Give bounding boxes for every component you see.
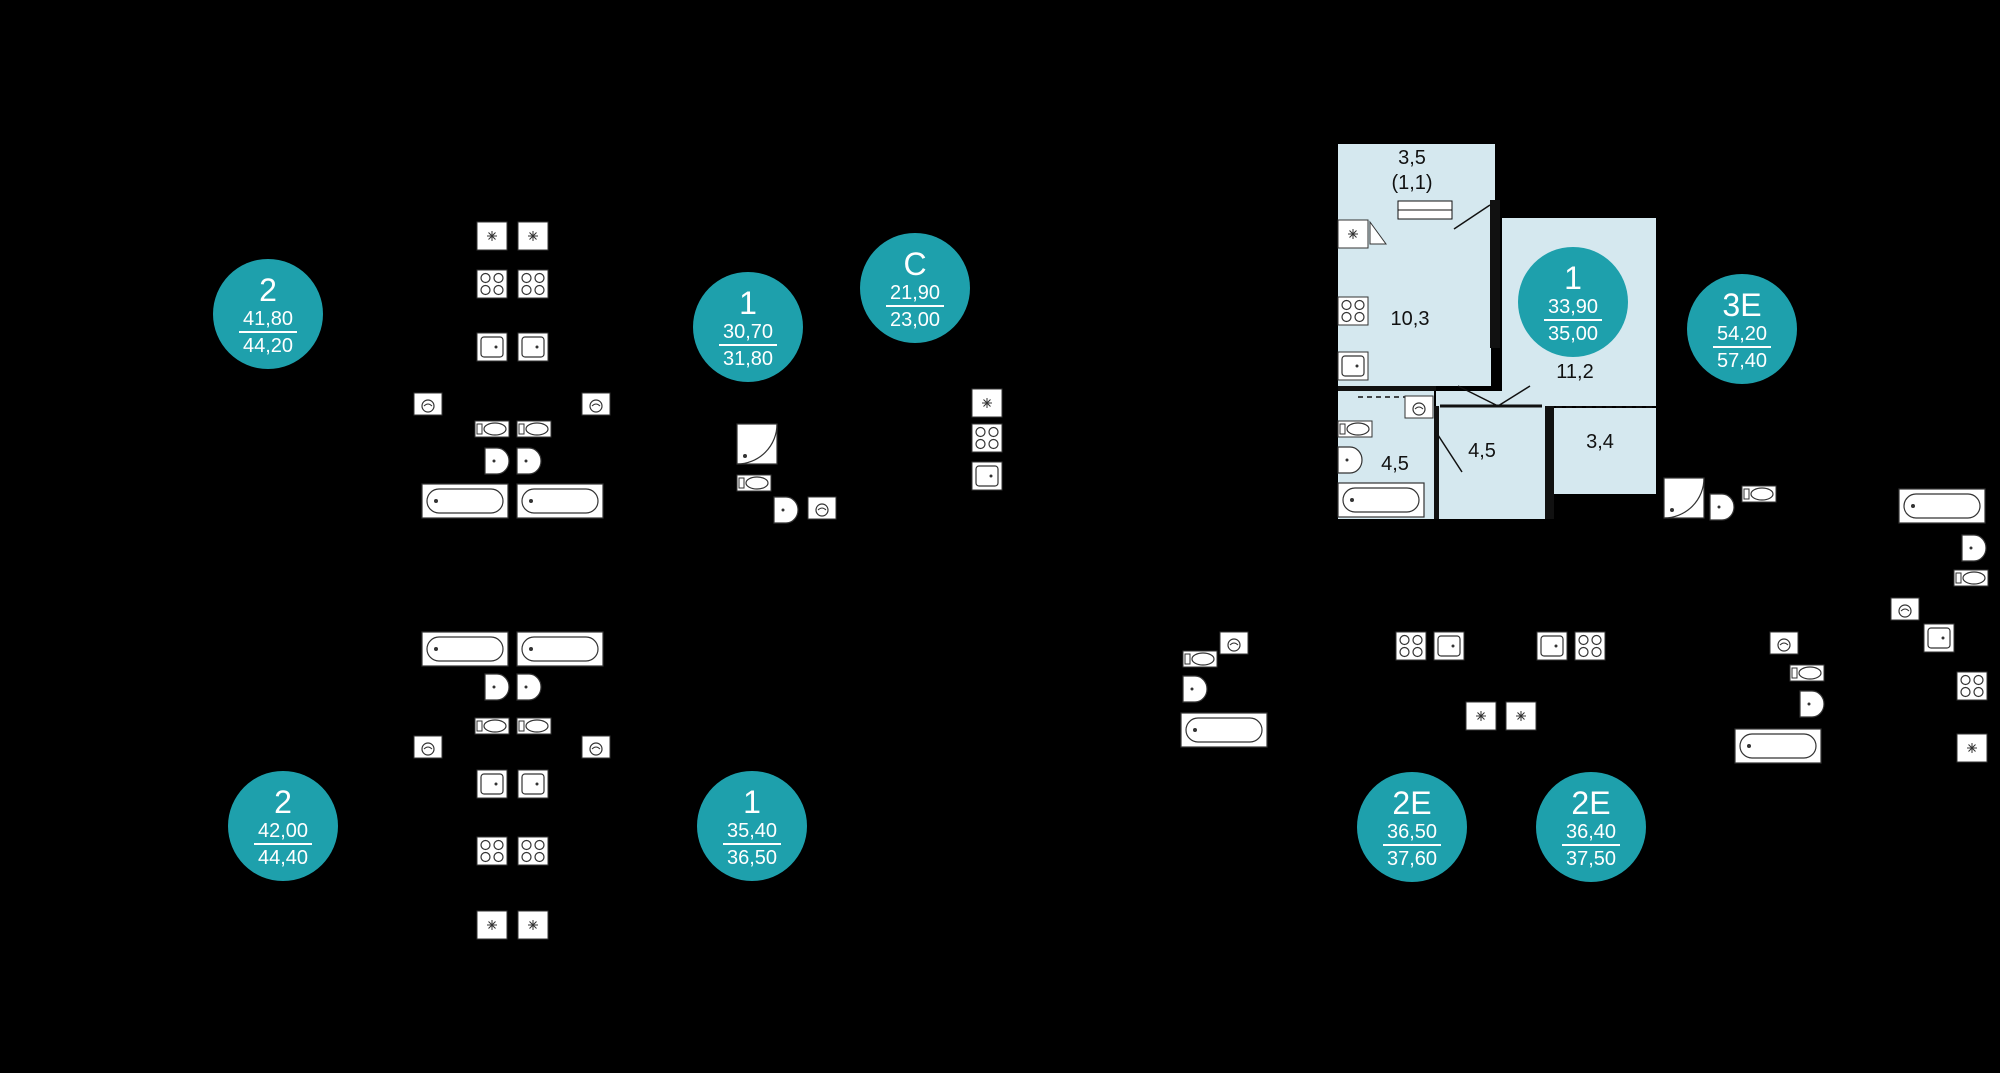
hallway-area-label: 4,5 [1468, 440, 1496, 462]
unit-living-area: 41,80 [238, 308, 298, 333]
unit-rooms: С [903, 246, 927, 282]
unit-badge[interactable]: 2Е 36,50 37,60 [1357, 772, 1467, 882]
unit-badge[interactable]: 2 41,80 44,20 [213, 259, 323, 369]
fixtures-lower-right [1180, 631, 1825, 764]
selected-unit-badge[interactable]: 1 33,90 35,00 [1518, 247, 1628, 357]
fixtures-center [736, 388, 1003, 524]
fixtures-upper-left [413, 221, 611, 519]
unit-rooms: 1 [743, 784, 761, 820]
unit-rooms: 1 [739, 285, 757, 321]
unit-living-area: 21,90 [885, 282, 945, 307]
unit-total-area: 37,60 [1386, 848, 1438, 870]
unit-badge[interactable]: 1 35,40 36,50 [697, 771, 807, 881]
storage-room [1554, 408, 1656, 494]
unit-total-area: 37,50 [1565, 848, 1617, 870]
unit-rooms: 3Е [1722, 287, 1762, 323]
unit-total-area: 44,40 [257, 847, 309, 869]
unit-living-area: 54,20 [1712, 323, 1772, 348]
unit-living-area: 30,70 [718, 321, 778, 346]
hallway-room [1436, 391, 1546, 519]
bathroom-area-label: 4,5 [1381, 453, 1409, 475]
unit-badge[interactable]: 3Е 54,20 57,40 [1687, 274, 1797, 384]
unit-total-area: 57,40 [1716, 350, 1768, 372]
unit-rooms: 2 [259, 272, 277, 308]
unit-living-area: 36,40 [1561, 821, 1621, 846]
unit-total-area: 36,50 [726, 847, 778, 869]
unit-living-area: 42,00 [253, 820, 313, 845]
living-room-area-label: 11,2 [1556, 361, 1594, 383]
fixtures-lower-left [413, 631, 611, 940]
unit-total-area: 44,20 [242, 335, 294, 357]
unit-total-area: 35,00 [1547, 323, 1599, 345]
kitchen-area-label: 10,3 [1390, 308, 1430, 330]
unit-rooms: 1 [1564, 260, 1582, 296]
storage-area-label: 3,4 [1586, 431, 1614, 453]
selected-apartment[interactable] [1337, 144, 1656, 519]
balcony-area-label: 3,5 [1398, 147, 1426, 169]
unit-total-area: 31,80 [722, 348, 774, 370]
unit-rooms: 2 [274, 784, 292, 820]
unit-rooms: 2Е [1571, 785, 1611, 821]
balcony-room [1338, 144, 1495, 200]
unit-living-area: 36,50 [1382, 821, 1442, 846]
balcony-reduced-area-label: (1,1) [1391, 172, 1433, 194]
unit-badge[interactable]: 2Е 36,40 37,50 [1536, 772, 1646, 882]
unit-living-area: 35,40 [722, 820, 782, 845]
unit-living-area: 33,90 [1543, 296, 1603, 321]
unit-total-area: 23,00 [889, 309, 941, 331]
fixtures-right [1663, 477, 1989, 763]
unit-badge[interactable]: 1 30,70 31,80 [693, 272, 803, 382]
unit-badge[interactable]: С 21,90 23,00 [860, 233, 970, 343]
unit-badge[interactable]: 2 42,00 44,40 [228, 771, 338, 881]
unit-rooms: 2Е [1392, 785, 1432, 821]
